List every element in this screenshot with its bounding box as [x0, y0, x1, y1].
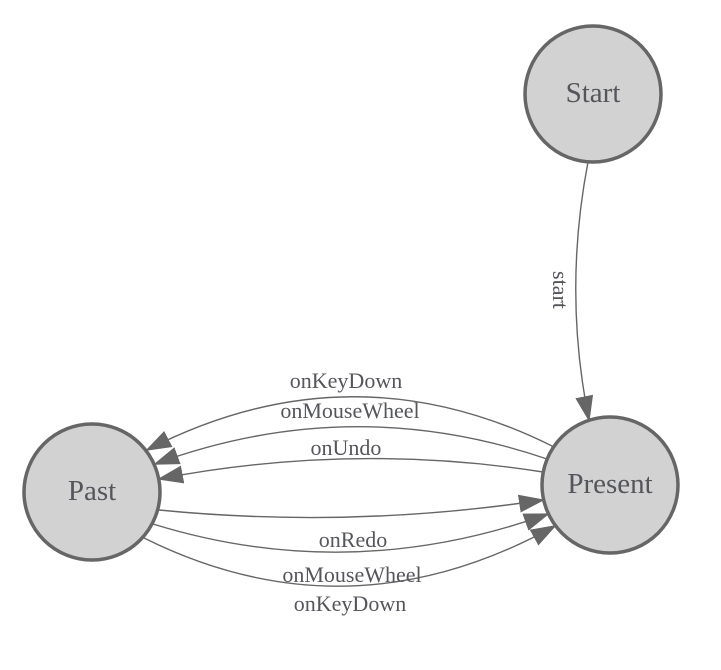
edge-labels-layer: start onKeyDown onMouseWheel onUndo onRe…: [280, 271, 573, 616]
state-circle-present: [540, 415, 680, 555]
edge-start-to-present: [575, 161, 594, 422]
edge-label-onkeydown-top: onKeyDown: [290, 368, 402, 393]
edge-label-onmousewheel-top: onMouseWheel: [280, 398, 419, 423]
node-past: Past: [22, 422, 162, 562]
edge-label-start: start: [548, 271, 573, 309]
edges-layer: [143, 161, 594, 587]
state-circle-past: [22, 422, 162, 562]
state-circle-start: [523, 24, 663, 164]
edge-present-to-past-onkeydown: [145, 396, 555, 451]
state-label-start: Start: [566, 77, 621, 109]
edge-label-onkeydown-bottom: onKeyDown: [294, 591, 406, 616]
state-label-present: Present: [567, 468, 652, 500]
edge-label-onmousewheel-bottom: onMouseWheel: [282, 562, 421, 587]
edge-past-to-present-onredo: [158, 494, 545, 519]
edge-label-onredo: onRedo: [319, 527, 387, 552]
edge-present-to-past-onundo: [157, 457, 544, 484]
node-present: Present: [540, 415, 680, 555]
node-start: Start: [523, 24, 663, 164]
edge-label-onundo: onUndo: [311, 435, 382, 460]
state-label-past: Past: [68, 475, 116, 507]
nodes-layer: Start Present Past: [22, 24, 680, 562]
edge-present-to-past-onmousewheel: [153, 426, 548, 465]
edge-past-to-present-onkeydown: [143, 525, 557, 587]
edge-past-to-present-onmousewheel: [152, 513, 550, 553]
